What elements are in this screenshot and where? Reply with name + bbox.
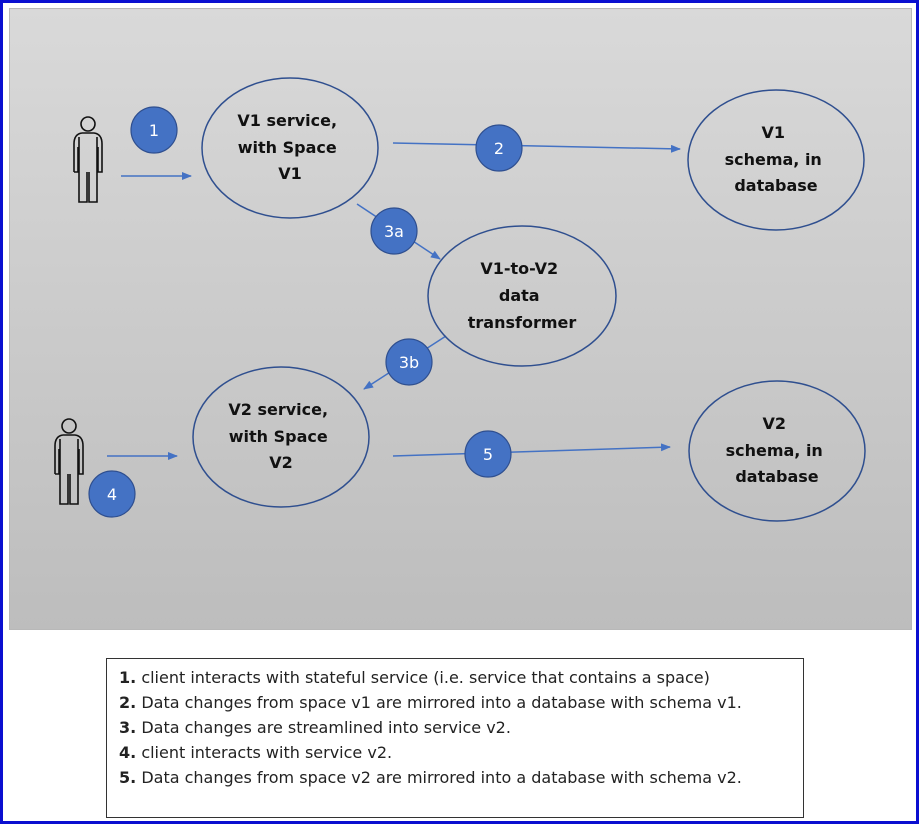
legend-text: Data changes from space v1 are mirrored … [141, 693, 742, 712]
arrows [107, 142, 681, 460]
step-badge-3b: 3b [385, 338, 433, 386]
legend-item: 1. client interacts with stateful servic… [119, 665, 791, 690]
v2-service-label: V2 service, with Space V2 [228, 400, 333, 472]
v1-schema-node [687, 89, 865, 231]
svg-text:4: 4 [107, 485, 117, 504]
legend-number: 3. [119, 718, 137, 737]
v1-service-label: V1 service, with Space V1 [237, 111, 342, 183]
svg-text:1: 1 [149, 121, 159, 140]
legend-number: 4. [119, 743, 137, 762]
v2-schema-label: V2 schema, in database [726, 414, 829, 486]
step-badge-4: 4 [88, 470, 136, 518]
v2-schema-node [688, 380, 866, 522]
transformer-label: V1-to-V2 data transformer [468, 259, 577, 332]
svg-text:5: 5 [483, 445, 493, 464]
legend-item: 2. Data changes from space v1 are mirror… [119, 690, 791, 715]
legend-number: 5. [119, 768, 137, 787]
svg-text:3a: 3a [384, 222, 404, 241]
step-badge-5: 5 [464, 430, 512, 478]
person-icon [54, 418, 84, 505]
arrow-v1-service-to-v1-schema [392, 142, 681, 153]
step-badge-3a: 3a [370, 207, 418, 255]
svg-text:2: 2 [494, 139, 504, 158]
v2-service-node [192, 366, 370, 508]
legend-text: client interacts with stateful service (… [141, 668, 710, 687]
transformer-node [427, 225, 617, 367]
legend-item: 5. Data changes from space v2 are mirror… [119, 765, 791, 790]
legend-item: 4. client interacts with service v2. [119, 740, 791, 765]
arrow-v2-service-to-v2-schema [392, 443, 671, 457]
person-icon [73, 116, 103, 203]
legend-text: Data changes from space v2 are mirrored … [141, 768, 742, 787]
legend-item: 3. Data changes are streamlined into ser… [119, 715, 791, 740]
svg-text:3b: 3b [399, 353, 419, 372]
legend-text: client interacts with service v2. [141, 743, 393, 762]
legend-box: 1. client interacts with stateful servic… [106, 658, 804, 818]
legend-number: 2. [119, 693, 137, 712]
step-badge-1: 1 [130, 106, 178, 154]
v1-service-node [201, 77, 379, 219]
legend-number: 1. [119, 668, 137, 687]
step-badge-2: 2 [475, 124, 523, 172]
architecture-diagram: V1 service, with Space V1 V1 schema, in … [54, 77, 866, 522]
v1-schema-label: V1 schema, in database [725, 123, 828, 195]
diagram-canvas: V1 service, with Space V1 V1 schema, in … [9, 8, 912, 630]
legend-text: Data changes are streamlined into servic… [141, 718, 511, 737]
